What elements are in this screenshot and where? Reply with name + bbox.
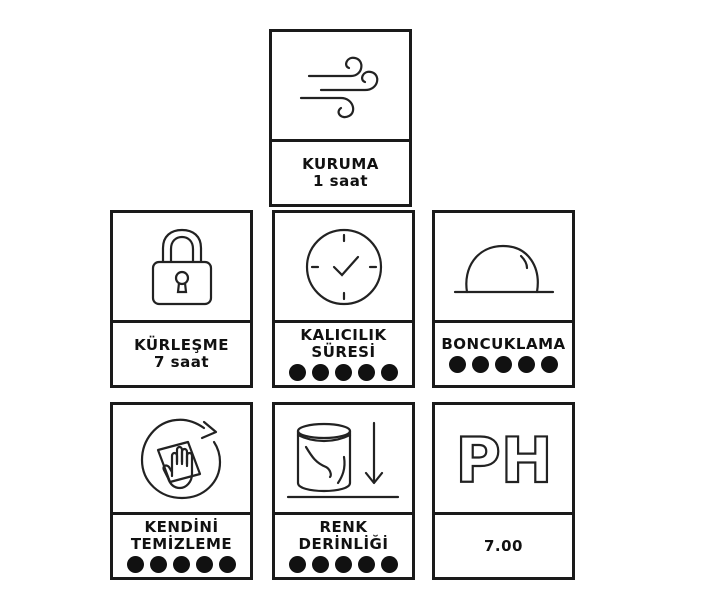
rating-dot bbox=[358, 556, 375, 573]
rating-dot bbox=[358, 364, 375, 381]
rating-dot bbox=[495, 355, 512, 373]
rating-dot bbox=[289, 556, 306, 573]
rating-dot bbox=[541, 355, 558, 373]
card-label: KENDİNİ TEMİZLEME bbox=[130, 518, 233, 553]
rating-dot bbox=[312, 556, 329, 573]
rating-dot bbox=[289, 364, 306, 381]
card-boncuklama: BONCUKLAMA bbox=[432, 210, 575, 388]
rating-dot bbox=[472, 355, 489, 373]
rating-dot bbox=[196, 556, 213, 573]
rating-dots bbox=[449, 355, 558, 373]
padlock-icon bbox=[113, 213, 250, 323]
card-label: 7.00 bbox=[483, 536, 523, 555]
rating-dots bbox=[289, 556, 398, 573]
card-ph: PH 7.00 bbox=[432, 402, 575, 580]
card-label: RENK DERİNLİĞİ bbox=[298, 518, 389, 553]
rating-dot bbox=[381, 556, 398, 573]
card-renk: RENK DERİNLİĞİ bbox=[272, 402, 415, 580]
wind-icon bbox=[272, 32, 409, 142]
ph-icon-text: PH bbox=[455, 424, 552, 494]
ph-icon: PH bbox=[435, 405, 572, 515]
card-label: KÜRLEŞME 7 saat bbox=[134, 336, 229, 371]
cleaning-hand-icon bbox=[113, 405, 250, 515]
card-kalicilik: KALICILIK SÜRESİ bbox=[272, 210, 415, 388]
card-kendini: KENDİNİ TEMİZLEME bbox=[110, 402, 253, 580]
card-label: BONCUKLAMA bbox=[441, 334, 566, 353]
card-kurlesme: KÜRLEŞME 7 saat bbox=[110, 210, 253, 388]
card-label: KALICILIK SÜRESİ bbox=[300, 326, 387, 361]
water-bead-icon bbox=[435, 213, 572, 323]
rating-dot bbox=[219, 556, 236, 573]
rating-dot bbox=[335, 364, 352, 381]
card-kuruma: KURUMA 1 saat bbox=[269, 29, 412, 207]
rating-dot bbox=[173, 556, 190, 573]
rating-dots bbox=[289, 364, 398, 381]
clock-icon bbox=[275, 213, 412, 323]
rating-dot bbox=[518, 355, 535, 373]
rating-dot bbox=[127, 556, 144, 573]
rating-dot bbox=[312, 364, 329, 381]
rating-dot bbox=[150, 556, 167, 573]
rating-dots bbox=[127, 556, 236, 573]
paint-can-icon bbox=[275, 405, 412, 515]
rating-dot bbox=[449, 355, 466, 373]
rating-dot bbox=[381, 364, 398, 381]
rating-dot bbox=[335, 556, 352, 573]
card-label: KURUMA 1 saat bbox=[302, 155, 379, 190]
